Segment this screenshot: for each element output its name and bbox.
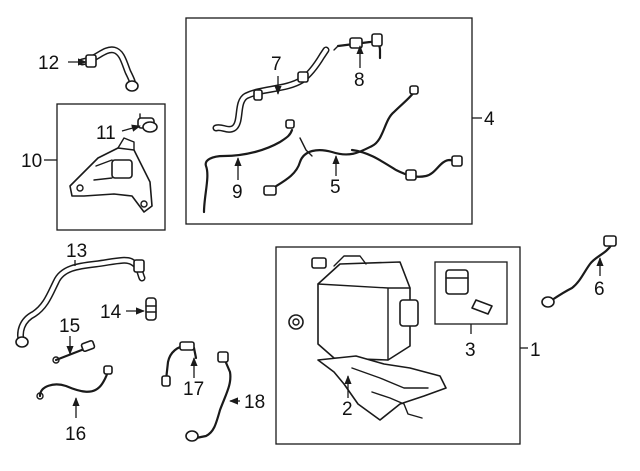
leader-11	[121, 124, 141, 132]
callout-6: 6	[594, 279, 605, 300]
group-box-1	[275, 246, 521, 445]
group-box-10	[56, 103, 166, 231]
part-17-sensor	[161, 341, 198, 387]
callout-14: 14	[100, 302, 122, 323]
callout-7: 7	[271, 54, 282, 75]
part-16-line	[36, 365, 113, 400]
callout-18: 18	[244, 392, 265, 413]
callout-9: 9	[232, 182, 243, 203]
part-13-hose	[15, 256, 146, 348]
part-1-canister	[288, 255, 419, 361]
part-7-hose	[212, 46, 330, 133]
part-18-line	[185, 351, 232, 442]
part-3-valve	[445, 269, 493, 315]
part-8-connector	[333, 33, 383, 60]
callout-8: 8	[354, 70, 365, 91]
callout-15: 15	[59, 316, 80, 337]
part-14-valve	[145, 297, 157, 321]
callout-4: 4	[484, 109, 495, 130]
callout-12: 12	[38, 53, 59, 74]
part-6-line	[541, 235, 617, 308]
callout-5: 5	[330, 177, 341, 198]
part-10-bracket	[69, 137, 153, 213]
part-15-connector	[52, 339, 96, 364]
callout-10: 10	[21, 151, 42, 172]
callout-17: 17	[183, 379, 204, 400]
callout-11: 11	[96, 123, 116, 144]
part-9-line	[202, 119, 295, 214]
group-box-4	[185, 17, 473, 225]
callout-13: 13	[66, 241, 87, 262]
part-5-harness	[263, 85, 463, 196]
part-2-shield	[317, 355, 447, 421]
callout-1: 1	[530, 340, 541, 361]
callout-3: 3	[465, 340, 476, 361]
callout-2: 2	[342, 399, 353, 420]
part-11-sensor	[137, 113, 158, 133]
callout-16: 16	[65, 424, 86, 445]
part-12-hose	[78, 46, 139, 92]
